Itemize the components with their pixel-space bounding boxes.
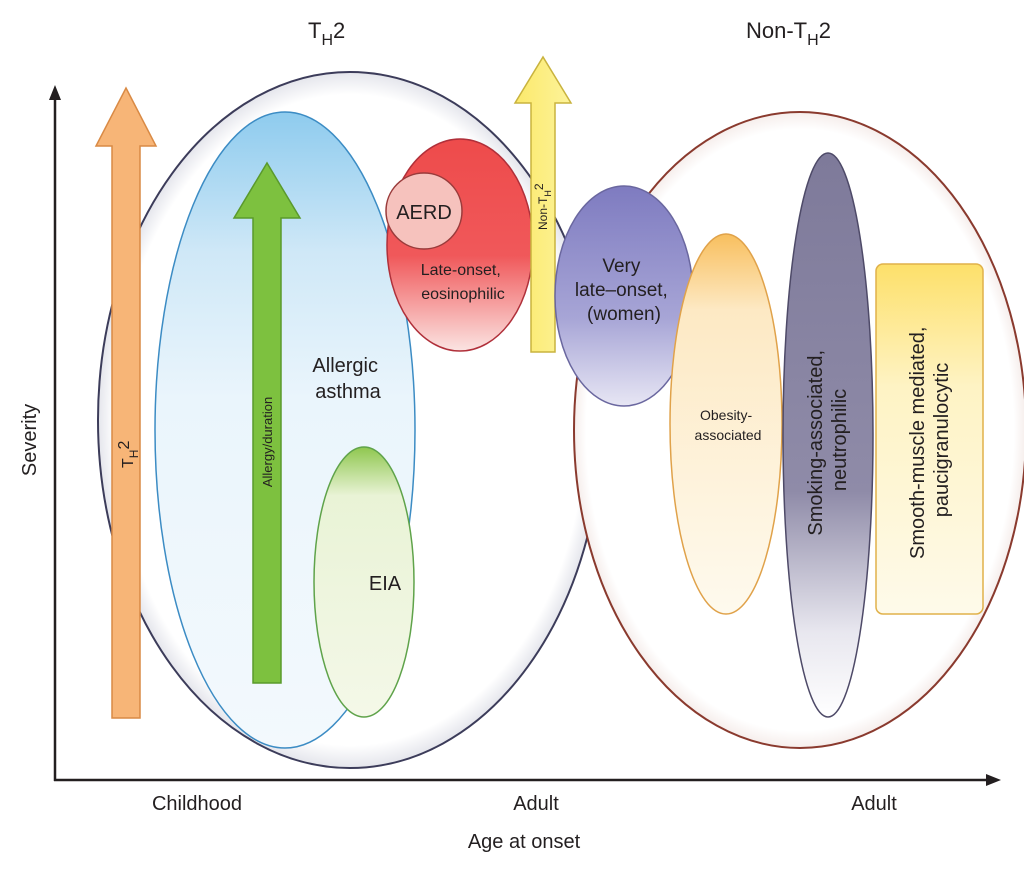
eia-label: EIA <box>369 573 402 595</box>
x-axis-label: Age at onset <box>468 831 581 853</box>
very-late-onset-label: Very late–onset, (women) <box>575 256 673 325</box>
x-tick-childhood: Childhood <box>152 793 242 815</box>
eia-ellipse <box>313 446 415 718</box>
smoking-neutrophilic-label: Smoking-associated, neutrophilic <box>805 344 851 535</box>
th2-header: TH2 <box>308 18 345 49</box>
aerd-label: AERD <box>396 202 452 224</box>
obesity-label: Obesity- associated <box>695 407 762 443</box>
non-th2-header: Non-TH2 <box>746 18 831 49</box>
late-onset-eosinophilic-label: Late-onset, eosinophilic <box>421 262 506 303</box>
y-axis-arrowhead <box>49 85 61 100</box>
y-axis-label: Severity <box>19 404 41 476</box>
obesity-ellipse <box>669 233 783 615</box>
th2-arrow-label: TH2 <box>116 441 141 468</box>
allergic-asthma-label: Allergic asthma <box>312 355 383 403</box>
smooth-muscle-label: Smooth-muscle mediated, paucigranulocyti… <box>907 321 953 559</box>
x-tick-adult-th2: Adult <box>513 793 559 815</box>
smoking-neutrophilic-ellipse <box>782 152 874 718</box>
allergy-duration-label: Allergy/duration <box>260 397 275 487</box>
x-axis-arrowhead <box>986 774 1001 786</box>
non-th2-arrow-label: Non-TH2 <box>532 183 553 230</box>
smooth-muscle-box <box>875 263 984 615</box>
x-tick-adult-non-th2: Adult <box>851 793 897 815</box>
th2-arrow <box>94 86 158 719</box>
allergy-duration-arrow <box>232 161 302 684</box>
aerd-circle <box>385 172 463 250</box>
